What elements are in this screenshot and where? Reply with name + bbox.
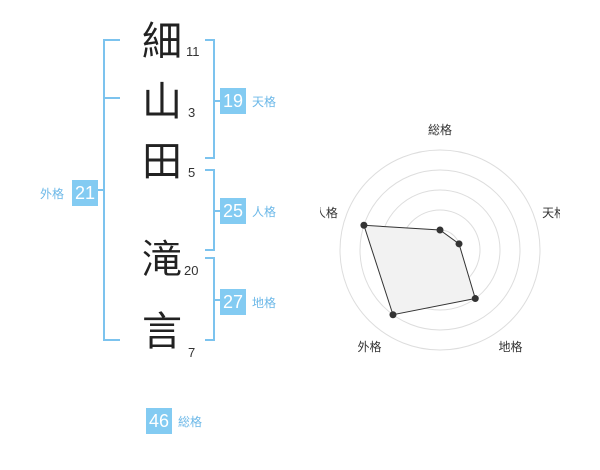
chikaku-label: 地格	[252, 296, 277, 310]
bracket-chikaku	[205, 257, 215, 341]
radar-label-4: 人格	[320, 205, 338, 220]
name-char-4: 滝	[142, 237, 182, 283]
radar-label-2: 地格	[499, 339, 523, 354]
name-char-1: 細	[142, 19, 182, 65]
name-char-5: 言	[142, 309, 182, 355]
tenkaku-value: 19	[220, 88, 247, 114]
soukaku-label: 総格	[178, 415, 203, 429]
radar-ring-4	[359, 169, 521, 331]
radar-label-0: 総格	[428, 122, 452, 137]
radar-point-2	[471, 295, 479, 303]
jinkaku-value: 25	[220, 198, 247, 224]
tenkaku-label: 天格	[252, 95, 277, 109]
gaikaku-value: 21	[72, 180, 99, 206]
radar-point-3	[389, 311, 397, 319]
radar-points	[360, 221, 479, 319]
stroke-count-4: 20	[184, 263, 199, 278]
radar-point-1	[455, 240, 463, 248]
bracket-tenkaku	[205, 39, 215, 159]
bracket-jinkaku	[205, 169, 215, 251]
bracket-gaikaku	[103, 39, 120, 341]
radar-labels: 総格天格地格 外格 人格	[320, 122, 560, 354]
name-char-2: 山	[142, 79, 182, 125]
stroke-count-2: 3	[188, 105, 196, 120]
stroke-count-1: 11	[186, 44, 200, 59]
radar-label-3: 外格	[357, 339, 381, 354]
radar-chart: 総格天格地格 外格 人格	[320, 122, 560, 354]
gaikaku-label: 外格	[40, 187, 65, 201]
stroke-count-5: 7	[188, 345, 196, 360]
jinkaku-label: 人格	[252, 205, 277, 219]
stroke-count-3: 5	[188, 165, 196, 180]
radar-area	[363, 224, 476, 316]
radar-point-4	[360, 221, 368, 229]
soukaku-value: 46	[146, 408, 173, 434]
name-char-3: 田	[142, 139, 182, 185]
radar-label-1: 天格	[542, 205, 560, 220]
chikaku-value: 27	[220, 289, 247, 315]
radar-point-0	[436, 226, 444, 234]
radar-ring-5	[339, 149, 541, 351]
